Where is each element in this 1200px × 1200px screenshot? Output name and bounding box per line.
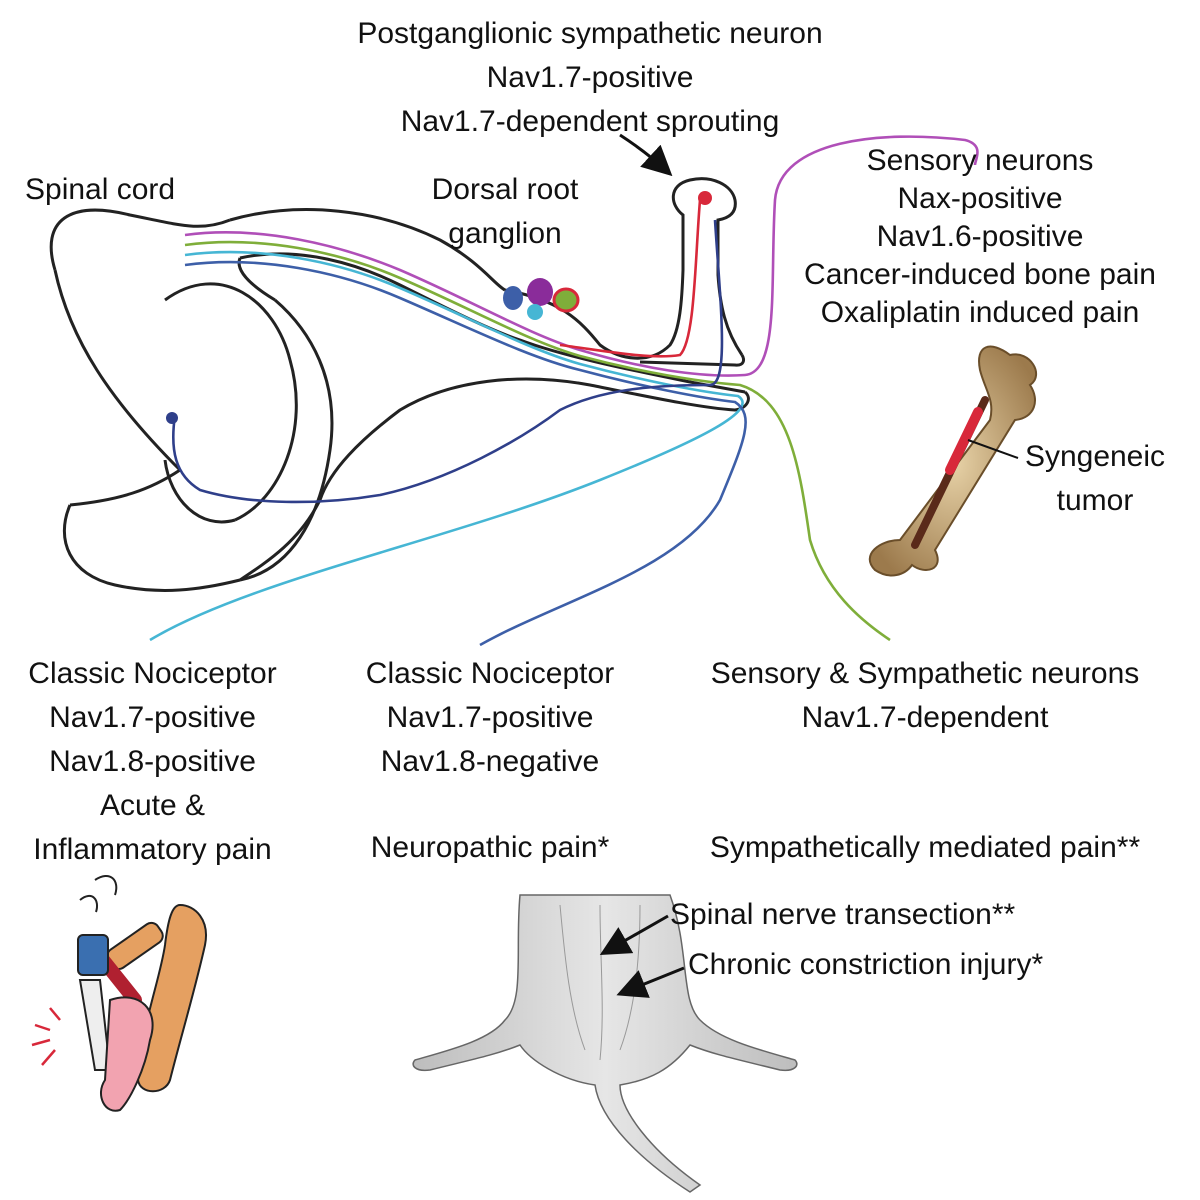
- spinal-cord-label: Spinal cord: [25, 173, 176, 206]
- drg-cell-bodies: [166, 191, 712, 424]
- bone-tumor-illustration: [868, 345, 1037, 577]
- fiber-cyan: [149, 250, 744, 642]
- sympathetically-mediated-label: Sympathetically mediated pain**: [709, 831, 1141, 864]
- postganglionic-label: Postganglionic sympathetic neuron Nav1.7…: [357, 17, 823, 138]
- sympathetic-terminal: [698, 191, 712, 205]
- cell-purple: [527, 278, 553, 306]
- syngeneic-tumor-label: Syngeneic tumor: [1024, 440, 1166, 517]
- sensory-sympathetic-label: Sensory & Sympathetic neurons Nav1.7-dep…: [710, 657, 1140, 734]
- fiber-green: [184, 240, 891, 642]
- arrow-transection: [599, 914, 669, 955]
- cell-blue: [503, 286, 523, 310]
- mouse-hindlimb-illustration: [412, 894, 798, 1193]
- spinal-nerve-transection-label: Spinal nerve transection**: [670, 898, 1016, 931]
- tumor-leader-line: [967, 439, 1019, 459]
- spinal-cord-terminal: [166, 412, 178, 424]
- fiber-blue: [184, 260, 747, 647]
- cell-cyan: [527, 304, 543, 320]
- cell-green: [552, 287, 580, 313]
- sensory-neurons-label: Sensory neurons Nax-positive Nav1.6-posi…: [804, 144, 1156, 329]
- fiber-dark-blue: [171, 219, 724, 504]
- spinal-cord-outline: [49, 208, 334, 592]
- hammer-finger-illustration: [31, 875, 207, 1112]
- arrow-sympathetic: [619, 133, 673, 177]
- nerve-fibers: [149, 135, 979, 647]
- fiber-red: [559, 199, 702, 358]
- classic-nociceptor-b-label: Classic Nociceptor Nav1.7-positive Nav1.…: [365, 657, 615, 778]
- drg-label: Dorsal root ganglion: [431, 173, 579, 250]
- neuropathic-pain-label: Neuropathic pain*: [370, 831, 610, 864]
- arrow-constriction: [616, 966, 685, 998]
- fiber-magenta: [184, 135, 979, 377]
- classic-nociceptor-a-label: Classic Nociceptor Nav1.7-positive Nav1.…: [28, 657, 277, 866]
- chronic-constriction-label: Chronic constriction injury*: [688, 948, 1044, 981]
